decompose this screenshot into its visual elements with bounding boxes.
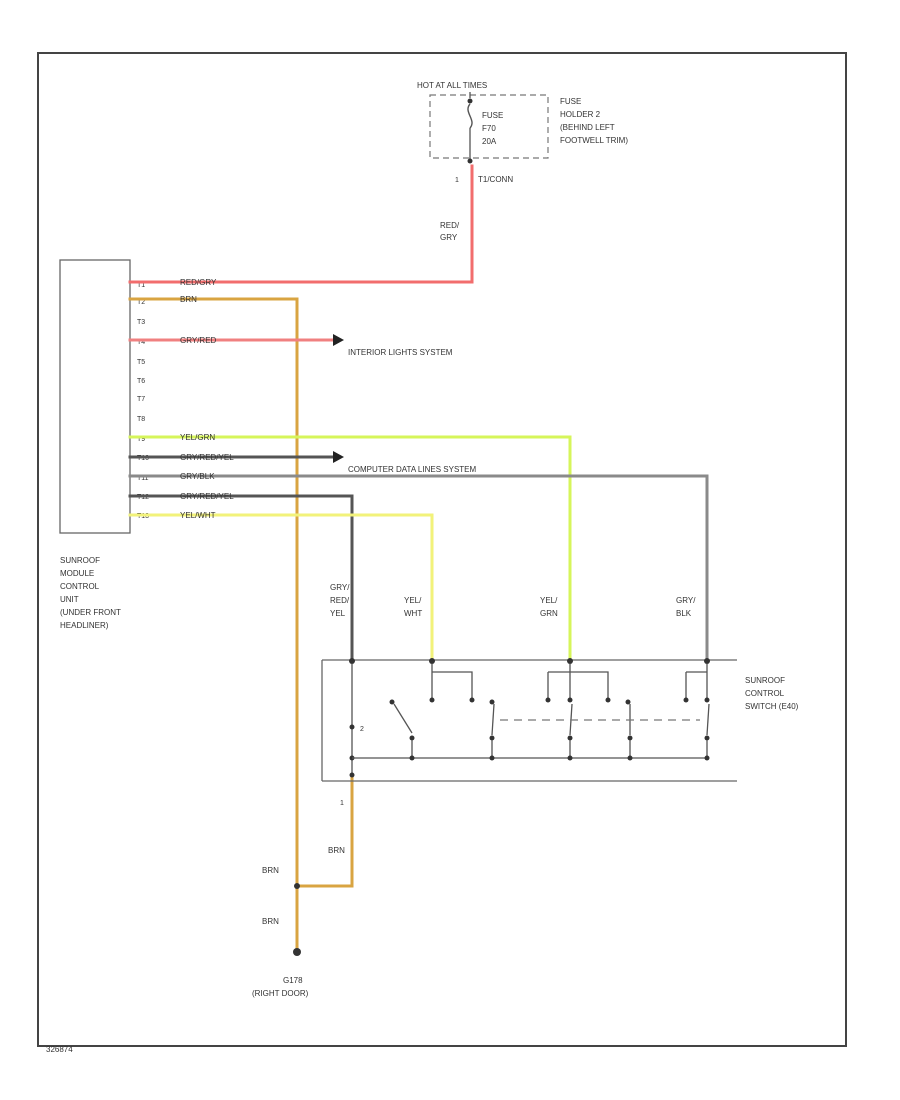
switch-contact-icon <box>683 697 710 758</box>
wire-label-t1: RED/GRY <box>180 278 217 287</box>
switch-input-3-line-2: GRN <box>540 609 558 618</box>
module-pin-6: T6 <box>137 378 145 385</box>
wire-label-t10: GRY/RED/YEL <box>180 453 234 462</box>
wire-brn-ground <box>295 773 354 888</box>
module-pin-5: T5 <box>137 359 145 366</box>
fuse-line-3: 20A <box>482 137 497 146</box>
switch-name-3: SWITCH (E40) <box>745 702 799 711</box>
wire-label-t9: YEL/GRN <box>180 433 215 442</box>
wire-gry-blk <box>128 474 709 662</box>
module-pin-3: T3 <box>137 319 145 326</box>
switch-contact-icon <box>489 699 495 758</box>
fuse-header: HOT AT ALL TIMES <box>417 81 487 90</box>
ground-wire-label-1: BRN <box>262 866 279 875</box>
wire-label-t13: YEL/WHT <box>180 511 216 520</box>
switch-input-4-line-1: GRY/ <box>676 596 696 605</box>
feed-wire-label-1: RED/ <box>440 221 460 230</box>
switch-contact-icon <box>389 699 415 758</box>
ground-wire-label-2: BRN <box>328 846 345 855</box>
ground-point: BRN BRN BRN G178 (RIGHT DOOR) <box>252 846 345 998</box>
wire-label-t12: GRY/RED/YEL <box>180 492 234 501</box>
wires <box>128 164 709 952</box>
switch-input-1-line-3: YEL <box>330 609 346 618</box>
fuse-line-2: F70 <box>482 124 496 133</box>
switch-input-2-line-1: YEL/ <box>404 596 422 605</box>
ground-icon <box>293 948 301 956</box>
wire-yel-wht <box>128 513 434 662</box>
fuse-location-3: (BEHIND LEFT <box>560 123 615 132</box>
fuse-holder-outline <box>429 94 549 159</box>
module-pin-7: T7 <box>137 396 145 403</box>
switch-pin-terminal <box>429 658 435 664</box>
switch-contact-icon <box>625 699 633 758</box>
module-name-4: UNIT <box>60 595 79 604</box>
fuse-location-2: HOLDER 2 <box>560 110 601 119</box>
data-lines-arrow-icon <box>333 451 344 463</box>
switch-pin-terminal <box>567 658 573 664</box>
module-name-5: (UNDER FRONT <box>60 608 121 617</box>
switch-input-4-line-2: BLK <box>676 609 692 618</box>
module-pin-2: T2 <box>137 299 145 306</box>
module-name-1: SUNROOF <box>60 556 100 565</box>
switch-input-2-line-2: WHT <box>404 609 422 618</box>
wire-yel-grn <box>128 435 572 662</box>
switch-input-3-line-1: YEL/ <box>540 596 558 605</box>
switch-name-2: CONTROL <box>745 689 785 698</box>
module-pin-8: T8 <box>137 416 145 423</box>
wire-brn <box>128 297 299 952</box>
fuse-location-1: FUSE <box>560 97 581 106</box>
feed-wire-label-2: GRY <box>440 233 458 242</box>
wire-gry-red-yel-t12 <box>128 494 354 662</box>
switch-input-1-line-2: RED/ <box>330 596 350 605</box>
data-lines-label: COMPUTER DATA LINES SYSTEM <box>348 465 477 474</box>
switch-pin-terminal <box>349 658 355 664</box>
module-name-6: HEADLINER) <box>60 621 109 630</box>
switch-pin-terminal <box>704 658 710 664</box>
module-box <box>59 259 131 534</box>
switch-pin-label: 1 <box>340 800 344 807</box>
fuse-connector: T1/CONN <box>478 175 513 184</box>
sunroof-control-switch: 2 1 <box>321 658 799 807</box>
wire-red-gry <box>128 164 474 284</box>
fuse-block: HOT AT ALL TIMES FUSE F70 20A FUSE HOLDE… <box>417 81 628 242</box>
fuse-location-4: FOOTWELL TRIM) <box>560 136 628 145</box>
wire-label-t11: GRY/BLK <box>180 472 215 481</box>
switch-name-1: SUNROOF <box>745 676 785 685</box>
sunroof-module: T1 T2 T3 T4 T5 T6 T7 T8 T9 T10 T11 T12 T… <box>59 259 149 630</box>
diagram-id: 326874 <box>46 1045 73 1054</box>
fuse-pin-number: 1 <box>455 177 459 184</box>
switch-contact-icon <box>545 697 611 758</box>
switch-input-1-line-1: GRY/ <box>330 583 350 592</box>
switch-pin-label: 2 <box>360 726 364 733</box>
interior-lights-arrow-icon <box>333 334 344 346</box>
interior-lights-label: INTERIOR LIGHTS SYSTEM <box>348 348 453 357</box>
ground-location: (RIGHT DOOR) <box>252 989 309 998</box>
module-name-2: MODULE <box>60 569 94 578</box>
wire-label-t4: GRY/RED <box>180 336 217 345</box>
fuse-line-1: FUSE <box>482 111 503 120</box>
module-pin-1: T1 <box>137 282 145 289</box>
switch-contact-icon <box>429 697 475 703</box>
ground-wire-label-3: BRN <box>262 917 279 926</box>
fuse-element-icon <box>467 103 473 129</box>
ground-name: G178 <box>283 976 303 985</box>
module-pin-11: T11 <box>137 475 149 482</box>
diagram-frame <box>37 52 847 1047</box>
module-pin-4: T4 <box>137 339 145 346</box>
module-name-3: CONTROL <box>60 582 100 591</box>
module-pin-9: T9 <box>137 436 145 443</box>
wire-label-t2: BRN <box>180 295 197 304</box>
